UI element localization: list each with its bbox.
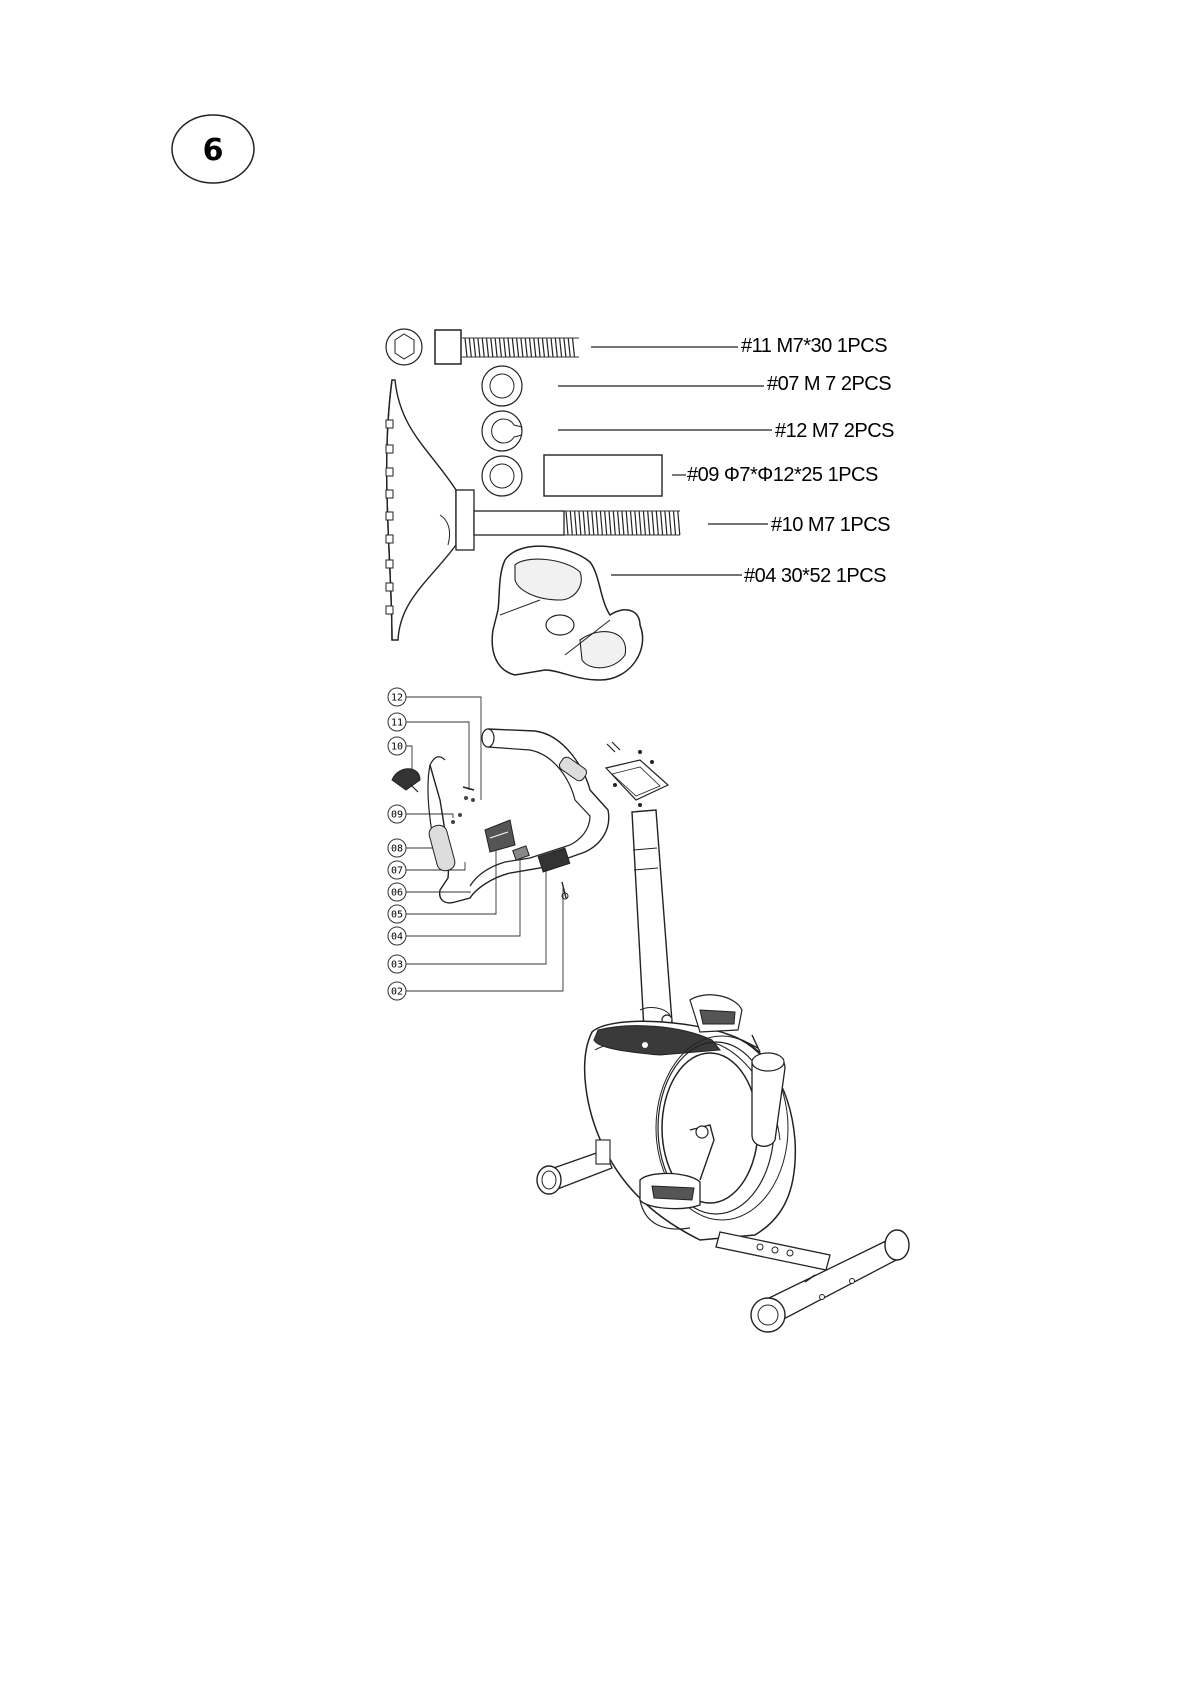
part-label-11: #11 M7*30 1PCS bbox=[741, 335, 887, 357]
callout-label: 05 bbox=[391, 910, 403, 921]
washer-07 bbox=[482, 366, 522, 406]
part-label-04: #04 30*52 1PCS bbox=[744, 565, 886, 587]
split-washer-12 bbox=[482, 411, 522, 451]
callout-label: 06 bbox=[391, 888, 403, 899]
spacer-tube-09 bbox=[544, 455, 662, 496]
part-label-09: #09 Φ7*Φ12*25 1PCS bbox=[687, 464, 878, 486]
callout-group: 12 11 10 09 08 07 06 05 04 03 02 bbox=[388, 688, 563, 1000]
callout-label: 09 bbox=[391, 810, 403, 821]
callout-label: 12 bbox=[391, 693, 403, 704]
parts-list: #11 M7*30 1PCS #07 M 7 2PCS #12 M7 2PCS … bbox=[558, 335, 894, 587]
step-badge: 6 bbox=[172, 115, 254, 183]
callout-label: 02 bbox=[391, 987, 403, 998]
part-label-10: #10 M7 1PCS bbox=[771, 514, 890, 536]
part-label-07: #07 M 7 2PCS bbox=[767, 373, 891, 395]
callout-label: 08 bbox=[391, 844, 403, 855]
bike-body bbox=[537, 742, 909, 1332]
bracket-04 bbox=[492, 546, 642, 680]
part-label-12: #12 M7 2PCS bbox=[775, 420, 894, 442]
callout-label: 07 bbox=[391, 866, 403, 877]
washer-09 bbox=[482, 456, 522, 496]
callout-02: 02 bbox=[388, 888, 563, 1000]
callout-label: 10 bbox=[391, 742, 403, 753]
step-number: 6 bbox=[203, 133, 224, 168]
part-bolt-11 bbox=[386, 329, 579, 365]
callout-label: 11 bbox=[391, 718, 403, 729]
hardware-parts bbox=[386, 329, 680, 680]
console-mount bbox=[606, 742, 668, 807]
callout-10: 10 bbox=[388, 737, 412, 770]
callout-label: 04 bbox=[391, 932, 403, 943]
handlebar-exploded: 12 11 10 09 08 07 06 05 04 03 02 bbox=[388, 688, 609, 1000]
callout-06: 06 bbox=[388, 883, 470, 901]
callout-label: 03 bbox=[391, 960, 403, 971]
